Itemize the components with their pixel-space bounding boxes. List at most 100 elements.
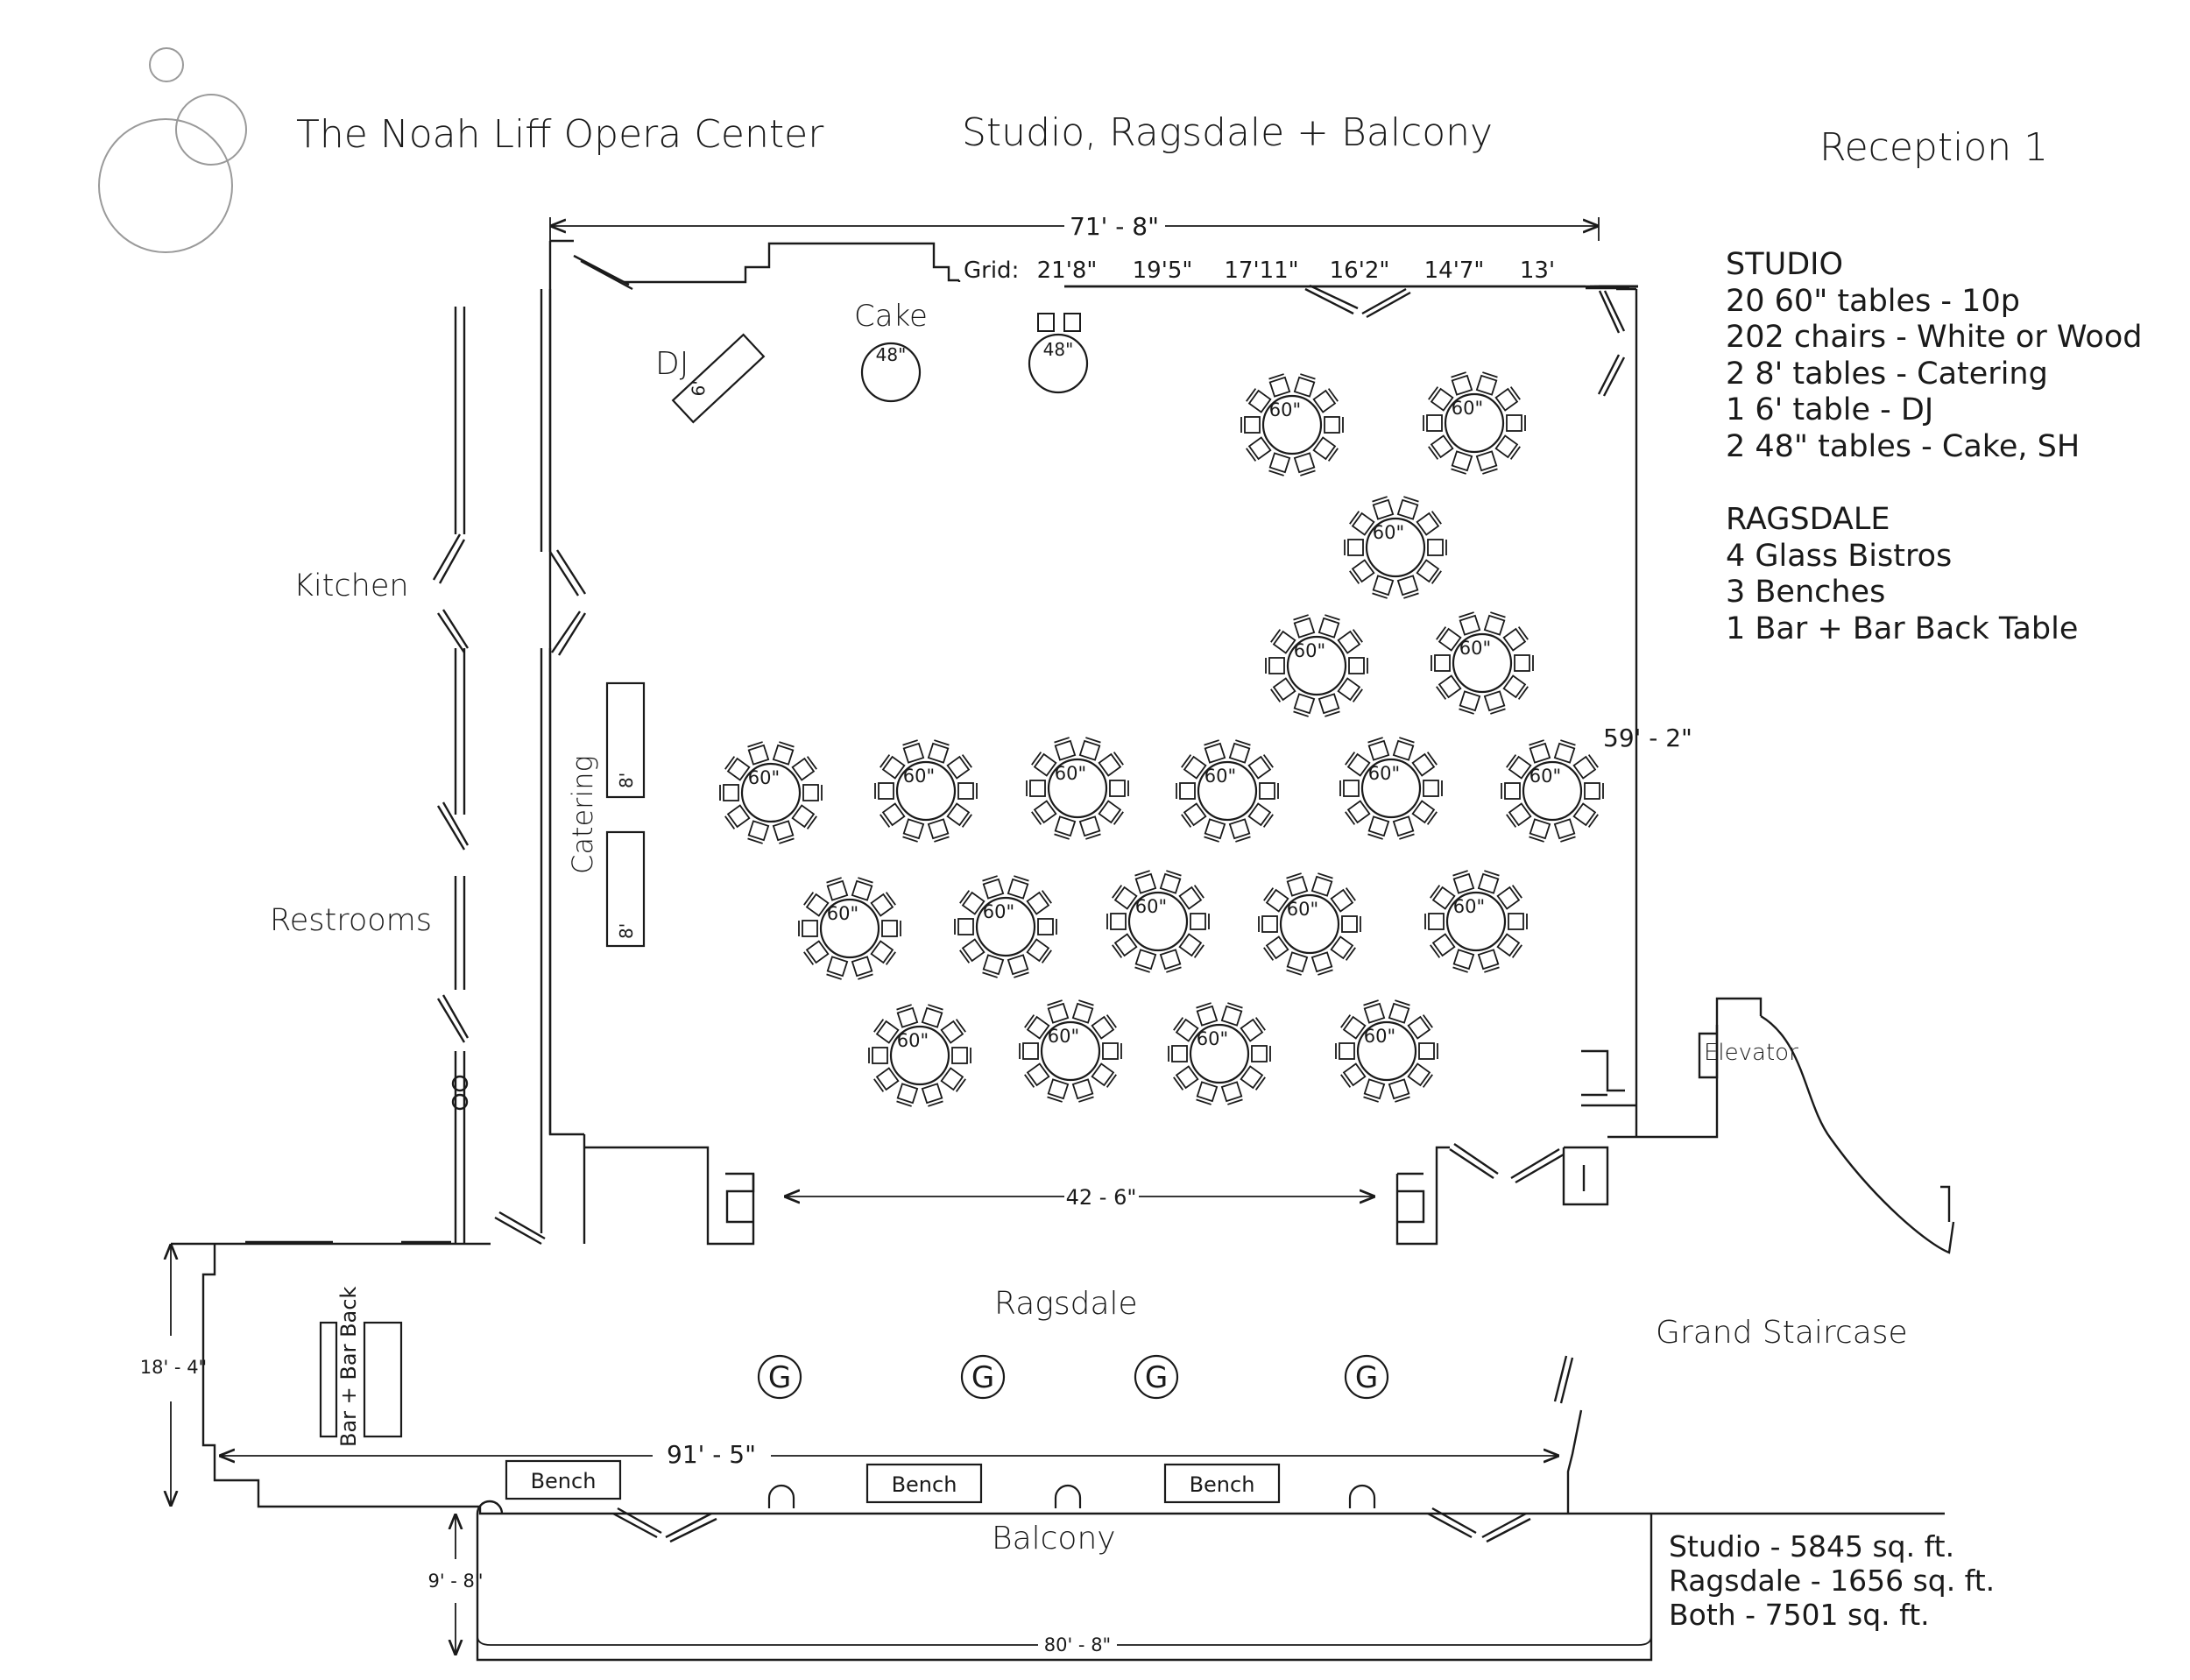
chair — [1247, 754, 1274, 780]
round-table-size: 60" — [1197, 1028, 1228, 1049]
cake-table[interactable]: 48" — [860, 342, 922, 403]
round-table-8[interactable]: 60" — [1026, 737, 1129, 840]
legend-ragsdale-item: 1 Bar + Bar Back Table — [1726, 611, 2079, 646]
glass-bistro-1[interactable]: G — [757, 1354, 802, 1400]
round-table-5[interactable]: 60" — [1431, 611, 1534, 715]
round-table-19[interactable]: 60" — [1168, 1002, 1271, 1105]
chair — [1529, 739, 1551, 764]
round-table-size: 60" — [1529, 766, 1561, 787]
bistro-symbol: G — [1145, 1360, 1168, 1395]
bar-table[interactable] — [319, 1321, 403, 1438]
round-table-4[interactable]: 60" — [1265, 614, 1368, 717]
round-table-size: 60" — [1055, 763, 1086, 784]
chair — [1026, 780, 1046, 797]
grid-value: 21'8" — [1037, 258, 1098, 284]
chair — [719, 784, 739, 801]
chair — [1270, 677, 1296, 702]
chair — [851, 877, 873, 901]
round-table-13[interactable]: 60" — [954, 875, 1057, 978]
round-table-10[interactable]: 60" — [1339, 737, 1443, 840]
chair — [873, 1019, 900, 1044]
round-table-size: 60" — [897, 1030, 929, 1051]
round-table-15[interactable]: 60" — [1258, 872, 1361, 976]
chair — [802, 784, 823, 801]
glass-bistro-2[interactable]: G — [960, 1354, 1006, 1400]
round-table-16[interactable]: 60" — [1424, 870, 1528, 973]
round-table-11[interactable]: 60" — [1501, 739, 1604, 843]
chair — [1477, 949, 1500, 973]
chair — [1553, 818, 1576, 843]
legend-ragsdale-item: 3 Benches — [1726, 575, 1886, 611]
chair — [1396, 496, 1419, 520]
round-table-20[interactable]: 60" — [1335, 999, 1438, 1103]
chair — [1396, 575, 1419, 599]
balcony-columns — [767, 1484, 1376, 1508]
chair — [1349, 511, 1375, 536]
chair — [1572, 802, 1599, 828]
legend-spacer — [1726, 466, 2142, 503]
round-table-9[interactable]: 60" — [1176, 739, 1279, 843]
chair — [1178, 933, 1204, 958]
chair — [1196, 1081, 1219, 1105]
dj-label: DJ — [655, 346, 689, 382]
round-table-1[interactable]: 60" — [1240, 373, 1344, 476]
chair — [982, 875, 1005, 900]
chair — [902, 739, 925, 764]
glass-bistro-4[interactable]: G — [1344, 1354, 1389, 1400]
chair — [803, 892, 830, 917]
bistro-symbol: G — [971, 1360, 994, 1395]
round-table-18[interactable]: 60" — [1019, 999, 1122, 1103]
chair — [1430, 933, 1456, 958]
rooms-subtitle: Studio, Ragsdale + Balcony — [962, 110, 1494, 155]
chair — [1407, 1062, 1433, 1088]
chair — [1112, 885, 1138, 910]
bistro-symbol: G — [768, 1360, 791, 1395]
glass-bistro-3[interactable]: G — [1134, 1354, 1179, 1400]
bench-2[interactable]: Bench — [865, 1463, 983, 1504]
chair — [724, 804, 751, 829]
chair — [1026, 938, 1052, 964]
chair — [1340, 1062, 1367, 1088]
chair — [1348, 657, 1368, 674]
round-table-7[interactable]: 60" — [874, 739, 978, 843]
chair — [921, 1083, 943, 1107]
dj-table[interactable]: 6' — [670, 331, 766, 424]
round-table-6[interactable]: 60" — [719, 741, 823, 844]
round-table-3[interactable]: 60" — [1344, 496, 1447, 599]
round-table-size: 60" — [1287, 899, 1318, 920]
chair — [1430, 885, 1456, 910]
chair — [1506, 414, 1526, 432]
chair — [1388, 999, 1410, 1024]
chair — [1240, 416, 1261, 434]
chair — [1312, 388, 1339, 413]
sweetheart-table-size: 48" — [1043, 339, 1074, 360]
restrooms-label: Restrooms — [270, 903, 432, 938]
chair — [1312, 436, 1339, 462]
round-table-12[interactable]: 60" — [798, 877, 901, 980]
logo-circles — [98, 47, 247, 253]
round-table-14[interactable]: 60" — [1106, 870, 1210, 973]
round-table-size: 60" — [1452, 398, 1483, 419]
chair — [1496, 885, 1522, 910]
area-ragsdale: Ragsdale - 1656 sq. ft. — [1669, 1564, 1996, 1598]
ragsdale-label: Ragsdale — [994, 1286, 1138, 1322]
sweetheart-table[interactable]: 48" — [1028, 313, 1089, 394]
catering-table-2[interactable]: 8' — [605, 830, 646, 948]
catering-table-1[interactable]: 8' — [605, 681, 646, 799]
bench-1[interactable]: Bench — [505, 1459, 622, 1500]
grand-staircase-label: Grand Staircase — [1656, 1315, 1908, 1351]
chair — [921, 1004, 943, 1028]
chair — [940, 1019, 966, 1044]
chair — [1477, 870, 1500, 894]
chair — [1423, 414, 1443, 432]
round-table-size: 60" — [1135, 896, 1167, 917]
wall-details — [245, 1025, 1951, 1514]
balcony-width-dimension: 80' - 8" — [1044, 1634, 1111, 1655]
bench-2-label: Bench — [892, 1472, 957, 1497]
bench-3[interactable]: Bench — [1163, 1463, 1281, 1504]
dimension-lines — [171, 217, 1652, 1655]
bench-1-label: Bench — [531, 1469, 597, 1493]
round-table-17[interactable]: 60" — [868, 1004, 971, 1107]
round-table-2[interactable]: 60" — [1423, 371, 1526, 475]
